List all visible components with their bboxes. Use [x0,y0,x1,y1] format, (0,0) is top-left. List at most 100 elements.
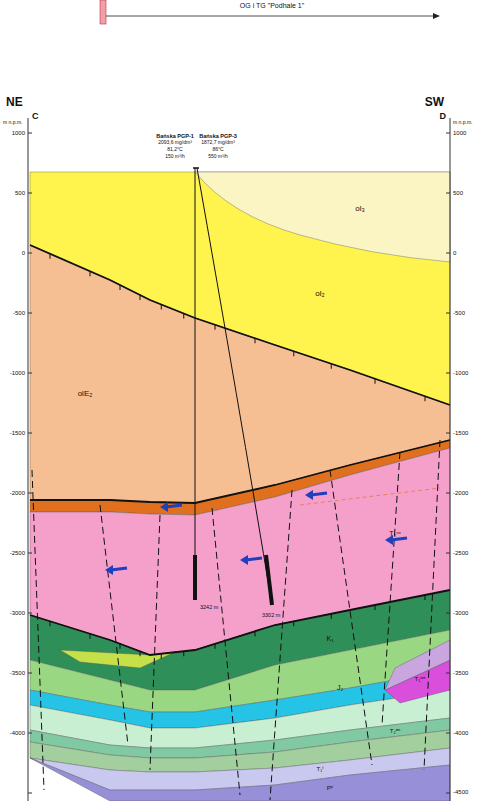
thrust-tick [50,621,51,626]
axis-line [28,118,29,801]
thrust-line [30,245,450,405]
flow-arrowhead [105,565,113,575]
well-data: 81,2°C [167,147,182,153]
axis-value: 500 [15,190,25,197]
axis-tick [28,493,32,494]
fault-line [212,508,240,795]
direction-label: SW [425,96,444,109]
flow-arrow [111,568,127,570]
well-data: 2093,6 mg/dm³ [158,140,192,146]
axis-unit: m n.p.m. [3,120,22,126]
thrust-tick [140,295,141,300]
axis-tick [28,373,32,374]
thrust-tick [120,285,121,290]
axis-line [450,118,451,801]
formation-code: T₂ʳᵒ [389,530,400,538]
axis-value: 1000 [453,130,466,137]
axis-value: -2000 [10,490,25,497]
direction-label: NE [6,96,23,109]
section-end: C [32,112,39,122]
well-data: 1872,7 mg/dm³ [201,140,235,146]
thrust-tick [50,254,51,259]
axis-value: -3000 [453,610,468,617]
extent-arrowhead [433,13,440,19]
thrust-tick [375,379,376,384]
axis-value: -1000 [10,370,25,377]
axis-tick [28,433,32,434]
axis-tick [28,313,32,314]
axis-tick [446,373,450,374]
thrust-tick [255,631,256,636]
axis-tick [28,793,32,794]
thrust-tick [161,305,162,310]
thrust-tick [255,338,256,343]
axis-tick [28,673,32,674]
thrust-tick [331,364,332,369]
well-name: Bańska PGP-3 [199,133,237,139]
well-depth: 3242 m [200,604,218,610]
axis-value: -3000 [10,610,25,617]
axis-tick [28,733,32,734]
axis-tick [446,493,450,494]
flow-arrow [311,493,327,495]
formation-code: ol₂ [315,290,324,299]
axis-value: -4500 [453,789,468,796]
axis-value: -1000 [453,370,468,377]
thrust-tick [120,644,121,649]
upper-flysch-layer [195,172,450,262]
flow-arrow [246,558,262,560]
well-data: 150 m³/h [165,154,185,160]
flow-arrowhead [160,502,168,512]
well-trace [197,168,272,605]
axis-value: -4000 [453,730,468,737]
axis-value: 0 [22,250,25,257]
lilac-wedge [385,640,450,690]
axis-tick [28,253,32,254]
flow-arrow [166,505,182,507]
axis-value: 0 [453,250,456,257]
axis-tick [28,553,32,554]
flow-arrowhead [240,555,248,565]
location-marker [100,0,106,24]
axis-unit: m n.p.m. [453,120,472,126]
axis-value: -1500 [453,430,468,437]
axis-tick [446,133,450,134]
axis-tick [446,673,450,674]
thrust-line [30,440,450,503]
axis-tick [446,613,450,614]
axis-value: -500 [453,310,465,317]
thrust-tick [425,595,426,600]
axis-tick [446,433,450,434]
thrust-tick [140,651,141,656]
thrust-tick [215,325,216,330]
axis-value: -500 [13,310,25,317]
axis-value: -3500 [453,670,468,677]
axis-value: 1000 [12,130,25,137]
section-name: OG i TG "Podhale 1" [240,2,304,10]
well-screen [193,555,197,600]
section-end: D [440,112,447,122]
formation-code: Pᵖ [327,785,333,792]
axis-tick [446,193,450,194]
thrust-tick [90,271,91,276]
thrust-tick [161,654,162,659]
formation-code: T₂ᵃⁿ [390,728,400,735]
well-data: 86°C [212,147,223,153]
axis-value: -2500 [10,550,25,557]
facies-line [300,488,440,505]
formation-code: J₂ [337,684,343,692]
thrust-tick [183,314,184,319]
flow-arrowhead [305,490,313,500]
thrust-tick [293,621,294,626]
thrust-tick [425,396,426,401]
fault-line [32,470,44,790]
axis-value: 500 [453,190,463,197]
thrust-tick [90,634,91,639]
formation-code: T₁ᵗ [316,766,323,773]
axis-value: -4000 [10,730,25,737]
axis-tick [446,793,450,794]
axis-tick [446,553,450,554]
wellhead [193,167,199,169]
formation-code: olE₂ [78,390,93,399]
